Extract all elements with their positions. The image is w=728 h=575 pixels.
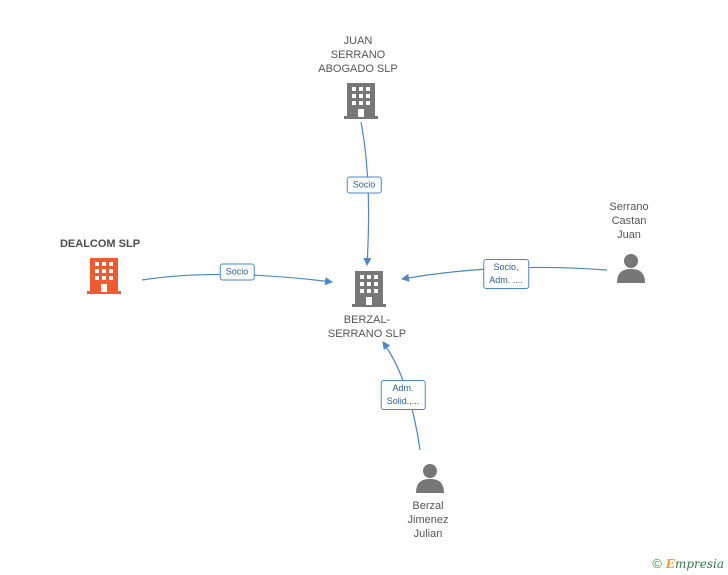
person-icon[interactable]: [616, 253, 646, 283]
edge-label-juan-to-berzal[interactable]: Socio: [346, 176, 382, 194]
edge-label-jimenez-to-berzal[interactable]: Adm. Solid.,...: [380, 380, 426, 410]
edge-juan-to-berzal: [360, 121, 372, 266]
edge-label-dealcom-to-berzal[interactable]: Socio: [219, 263, 255, 281]
node-label-serrano-castan: Serrano Castan Juan: [609, 201, 649, 241]
building-icon[interactable]: [87, 258, 121, 294]
node-label-dealcom: DEALCOM SLP: [59, 238, 141, 250]
node-label-juan-serrano: JUAN SERRANO ABOGADO SLP: [318, 35, 398, 75]
empresia-watermark: © Empresia: [652, 556, 724, 571]
brand-logo: Empresia: [665, 556, 724, 571]
building-icon[interactable]: [352, 271, 386, 307]
node-label-berzal-serrano: BERZAL- SERRANO SLP: [327, 314, 407, 340]
person-icon[interactable]: [415, 463, 445, 493]
copyright-icon: ©: [652, 556, 662, 571]
edge-label-serrano-to-berzal[interactable]: Socio, Adm. ....: [483, 259, 529, 289]
building-icon[interactable]: [344, 83, 378, 119]
node-label-berzal-jimenez: Berzal Jimenez Julian: [407, 500, 449, 540]
